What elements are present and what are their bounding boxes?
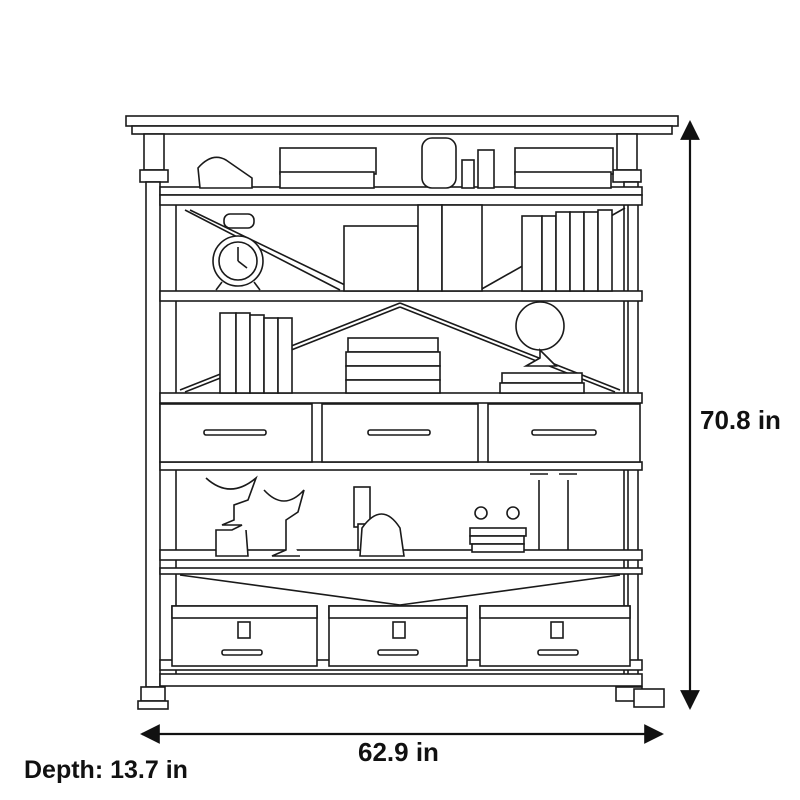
storage-trunks — [171, 605, 631, 667]
left-post — [137, 133, 169, 710]
shelf-3 — [159, 392, 643, 404]
globe-icon — [515, 301, 565, 367]
books-row-3 — [219, 312, 585, 394]
trophies-and-decor — [205, 473, 577, 557]
top-cornice-lower — [131, 125, 673, 135]
shelf-1-skirt — [159, 194, 643, 206]
depth-label: Depth: 13.7 in — [24, 756, 188, 784]
base-rail — [159, 673, 643, 687]
shelf-6 — [159, 567, 643, 575]
books-row-2 — [343, 204, 613, 292]
drawers — [159, 403, 641, 463]
top-cornice — [125, 115, 679, 127]
width-label: 62.9 in — [358, 737, 439, 767]
height-label: 70.8 in — [700, 405, 781, 435]
shelf-2 — [159, 290, 643, 302]
alarm-clock-icon — [212, 213, 264, 291]
shelf-4 — [159, 461, 643, 471]
top-items — [197, 137, 614, 189]
bookshelf — [125, 115, 679, 710]
